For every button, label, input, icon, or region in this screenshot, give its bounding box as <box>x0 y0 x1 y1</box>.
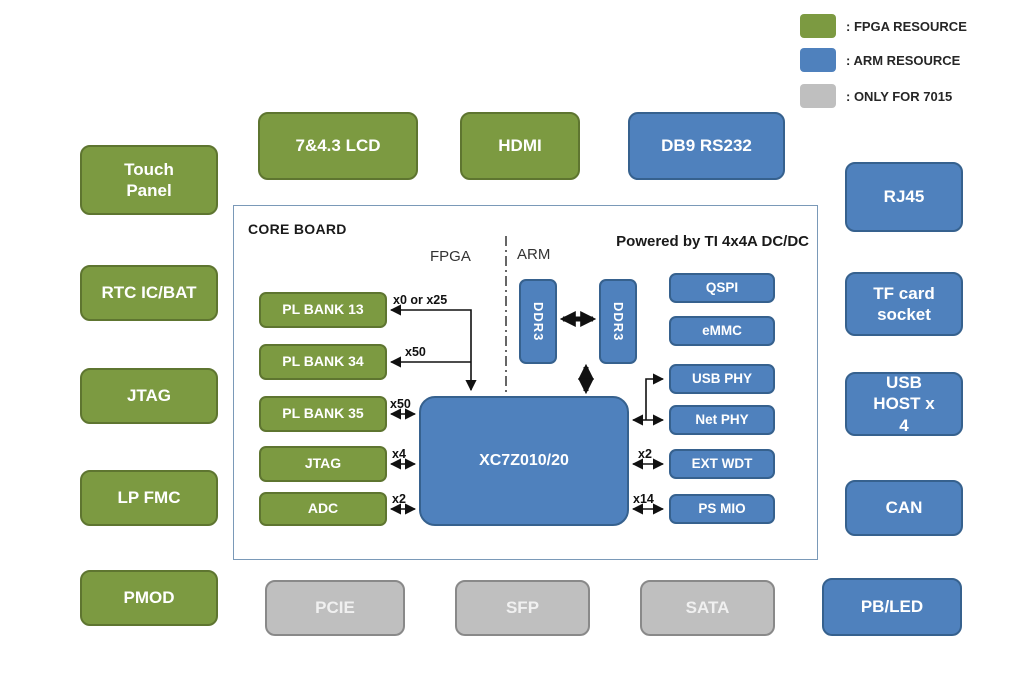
power-note: Powered by TI 4x4A DC/DC <box>616 233 809 250</box>
pl-bank-34-block: PL BANK 34 <box>259 344 387 380</box>
sata-box: SATA <box>640 580 775 636</box>
ps-mio-block: PS MIO <box>669 494 775 524</box>
usb-host-box: USB HOST x 4 <box>845 372 963 436</box>
lp-fmc-box: LP FMC <box>80 470 218 526</box>
adc-bus-label: x2 <box>392 492 406 506</box>
ddr3-block-2: DDR3 <box>599 279 637 364</box>
soc-block: XC7Z010/20 <box>419 396 629 526</box>
bank34-bus-label: x50 <box>405 345 426 359</box>
net-phy-block: Net PHY <box>669 405 775 435</box>
tf-card-box: TF card socket <box>845 272 963 336</box>
ddr3-label-2: DDR3 <box>611 301 627 342</box>
arm-side-label: ARM <box>517 246 551 263</box>
bank13-bus-arrow <box>389 304 477 392</box>
sfp-box: SFP <box>455 580 590 636</box>
hdmi-box: HDMI <box>460 112 580 180</box>
legend-7015-label: : ONLY FOR 7015 <box>846 89 953 104</box>
usbphy-bus-arrow <box>645 373 665 420</box>
pcie-box: PCIE <box>265 580 405 636</box>
pl-bank-35-block: PL BANK 35 <box>259 396 387 432</box>
extwdt-bus-label: x2 <box>638 447 652 461</box>
rj45-box: RJ45 <box>845 162 963 232</box>
legend-arm-swatch <box>800 48 836 72</box>
jtag-block: JTAG <box>259 446 387 482</box>
can-box: CAN <box>845 480 963 536</box>
bank35-bus-label: x50 <box>390 397 411 411</box>
pb-led-box: PB/LED <box>822 578 962 636</box>
legend-arm-label: : ARM RESOURCE <box>846 53 961 68</box>
usb-phy-block: USB PHY <box>669 364 775 394</box>
bank13-bus-label: x0 or x25 <box>393 293 448 307</box>
db9-rs232-box: DB9 RS232 <box>628 112 785 180</box>
legend-fpga-swatch <box>800 14 836 38</box>
ext-wdt-block: EXT WDT <box>669 449 775 479</box>
emmc-block: eMMC <box>669 316 775 346</box>
pmod-box: PMOD <box>80 570 218 626</box>
psmio-bus-label: x14 <box>633 492 654 506</box>
adc-block: ADC <box>259 492 387 526</box>
qspi-block: QSPI <box>669 273 775 303</box>
touch-panel-box: Touch Panel <box>80 145 218 215</box>
pl-bank-13-block: PL BANK 13 <box>259 292 387 328</box>
ddr3-block-1: DDR3 <box>519 279 557 364</box>
ddr3-label-1: DDR3 <box>531 301 547 342</box>
jtag-box: JTAG <box>80 368 218 424</box>
rtc-box: RTC IC/BAT <box>80 265 218 321</box>
legend-fpga-label: : FPGA RESOURCE <box>846 19 967 34</box>
lcd-box: 7&4.3 LCD <box>258 112 418 180</box>
legend-7015-swatch <box>800 84 836 108</box>
jtag-bus-label: x4 <box>392 447 406 461</box>
core-board: CORE BOARD FPGA ARM Powered by TI 4x4A D… <box>233 205 818 560</box>
fpga-side-label: FPGA <box>430 248 471 265</box>
core-board-title: CORE BOARD <box>248 221 347 237</box>
